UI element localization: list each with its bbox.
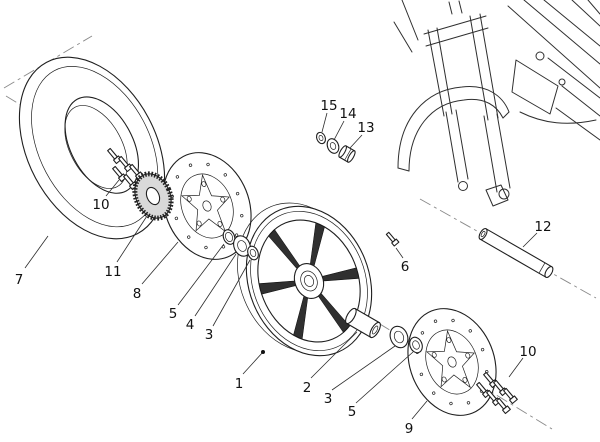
callout-10-right: 10 [508,344,537,378]
abs-tone-ring [132,171,174,221]
callout-label: 2 [303,380,312,396]
callout-4: 4 [186,253,237,333]
bolt-icon [503,387,518,405]
callout-13: 13 [349,120,375,149]
bolt-icon [496,397,511,415]
callout-label: 1 [235,376,244,392]
callout-label: 13 [357,120,374,136]
tire [18,56,166,240]
washer-14 [326,138,340,154]
callout-2: 2 [303,331,358,396]
callout-9: 9 [405,400,428,437]
callout-6: 6 [395,247,410,275]
spacer-tube [345,307,381,339]
callout-label: 9 [405,421,414,437]
callout-5-right: 5 [348,351,414,420]
callout-label: 5 [348,404,357,420]
callout-11: 11 [104,215,148,280]
front-axle [478,228,554,278]
callout-label: 15 [320,98,337,114]
pinch-bolt [385,231,400,247]
callout-label: 11 [104,264,121,280]
callout-label: 12 [534,219,551,235]
bearing-right [389,325,409,349]
callout-7: 7 [15,235,49,288]
callout-14: 14 [333,106,357,141]
callout-12: 12 [522,219,552,248]
disc-bolts-right [476,371,518,415]
motorcycle-front-sketch [393,0,600,207]
wheel-rim [216,181,394,377]
wheel-spokes [258,222,360,340]
callout-label: 6 [401,259,410,275]
circlip-left [222,229,236,245]
callout-label: 4 [186,317,195,333]
callout-5-left: 5 [169,243,225,322]
callout-1: 1 [235,350,265,392]
bearing-left [233,235,251,257]
washer-right [409,336,423,354]
callout-label: 7 [15,272,24,288]
callout-label: 14 [339,106,356,122]
axle-nut [338,145,356,163]
callouts: 7 10 11 8 5 4 3 1 [15,98,552,437]
callout-label: 8 [133,286,142,302]
callout-3-left: 3 [205,259,251,343]
callout-8: 8 [133,241,179,302]
washer-15 [315,131,327,145]
callout-label: 3 [324,391,333,407]
spacer-left [247,245,259,261]
callout-3-right: 3 [324,345,396,407]
brake-disc-rear [407,308,497,416]
callout-label: 10 [92,197,109,213]
callout-15: 15 [320,98,338,133]
callout-label: 5 [169,306,178,322]
disc-drill-holes [170,162,244,250]
callout-10-left: 10 [92,179,120,213]
callout-label: 3 [205,327,214,343]
callout-label: 10 [519,344,536,360]
